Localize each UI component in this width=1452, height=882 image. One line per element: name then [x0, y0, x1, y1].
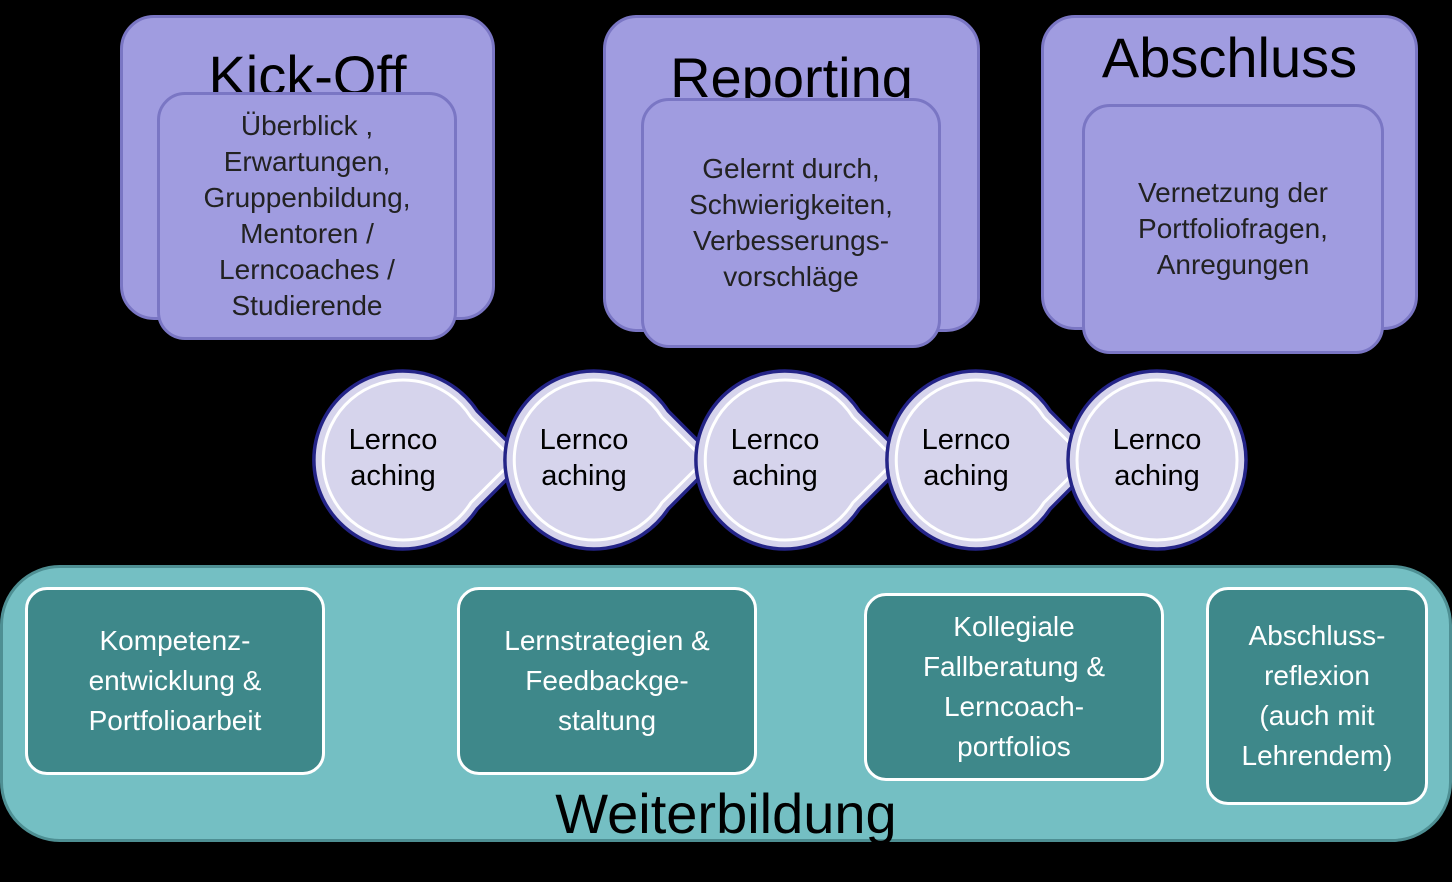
phase-reporting-title: Reporting	[670, 46, 913, 109]
weiterbildung-title: Weiterbildung	[555, 782, 897, 845]
coaching-step-5	[1066, 369, 1248, 551]
coaching-label-5: Lernco aching	[1112, 424, 1202, 492]
phase-abschluss-detail: Vernetzung der Portfoliofragen, Anregung…	[1082, 104, 1384, 354]
coaching-label-2: Lernco aching	[539, 424, 629, 492]
module-abschlussreflexion: Abschluss- reflexion (auch mit Lehrendem…	[1206, 587, 1428, 805]
coaching-label-1: Lernco aching	[348, 424, 438, 492]
coaching-step-3	[694, 369, 911, 551]
module-kompetenzentwicklung: Kompetenz- entwicklung & Portfolioarbeit	[25, 587, 325, 775]
module-fallberatung: Kollegiale Fallberatung & Lerncoach- por…	[864, 593, 1164, 781]
phase-kickoff-detail: Überblick , Erwartungen, Gruppenbildung,…	[157, 92, 457, 340]
phase-abschluss-title: Abschluss	[1101, 26, 1358, 89]
coaching-label-3: Lernco aching	[730, 424, 820, 492]
module-lernstrategien: Lernstrategien & Feedbackge- staltung	[457, 587, 757, 775]
coaching-label-4: Lernco aching	[921, 424, 1011, 492]
phase-reporting-detail: Gelernt durch, Schwierigkeiten, Verbesse…	[641, 98, 941, 348]
coaching-step-2	[503, 369, 720, 551]
coaching-step-4	[885, 369, 1102, 551]
coaching-step-1	[312, 369, 529, 551]
